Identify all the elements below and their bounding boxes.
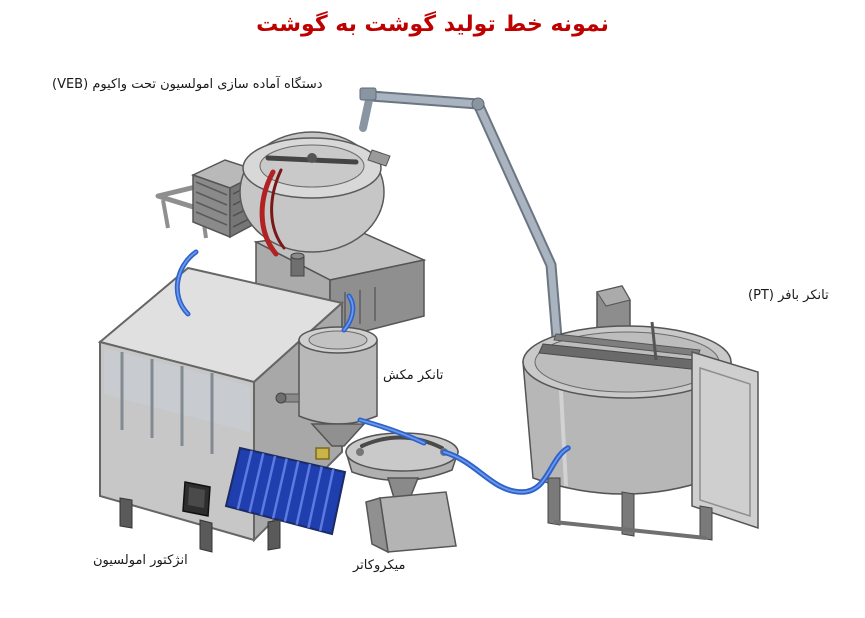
label-emulsion-injector: انژکتور امولسیون bbox=[93, 553, 188, 568]
label-microcutter: میکروکاتر bbox=[353, 558, 406, 573]
label-veb-machine: دستگاه آماده سازی امولسیون تحت واکیوم (V… bbox=[52, 77, 323, 92]
label-buffer-tank: تانکر بافر (PT) bbox=[748, 288, 829, 303]
red-hose bbox=[259, 169, 279, 257]
page-title: نمونه خط تولید گوشت به گوشت bbox=[256, 12, 609, 37]
conveyor-belt bbox=[224, 446, 347, 536]
emulsion-injector-illustration bbox=[97, 266, 347, 553]
label-suction-tank: تانکر مکش bbox=[383, 368, 444, 383]
cutter-lid-handle bbox=[360, 435, 444, 450]
buffer-tank-illustration bbox=[522, 285, 759, 541]
micro-cutter-illustration bbox=[344, 432, 460, 554]
transfer-pipe-illustration bbox=[359, 87, 563, 344]
hoses bbox=[174, 249, 571, 495]
yellow-valve bbox=[315, 447, 330, 460]
suction-tank-illustration bbox=[275, 326, 378, 460]
